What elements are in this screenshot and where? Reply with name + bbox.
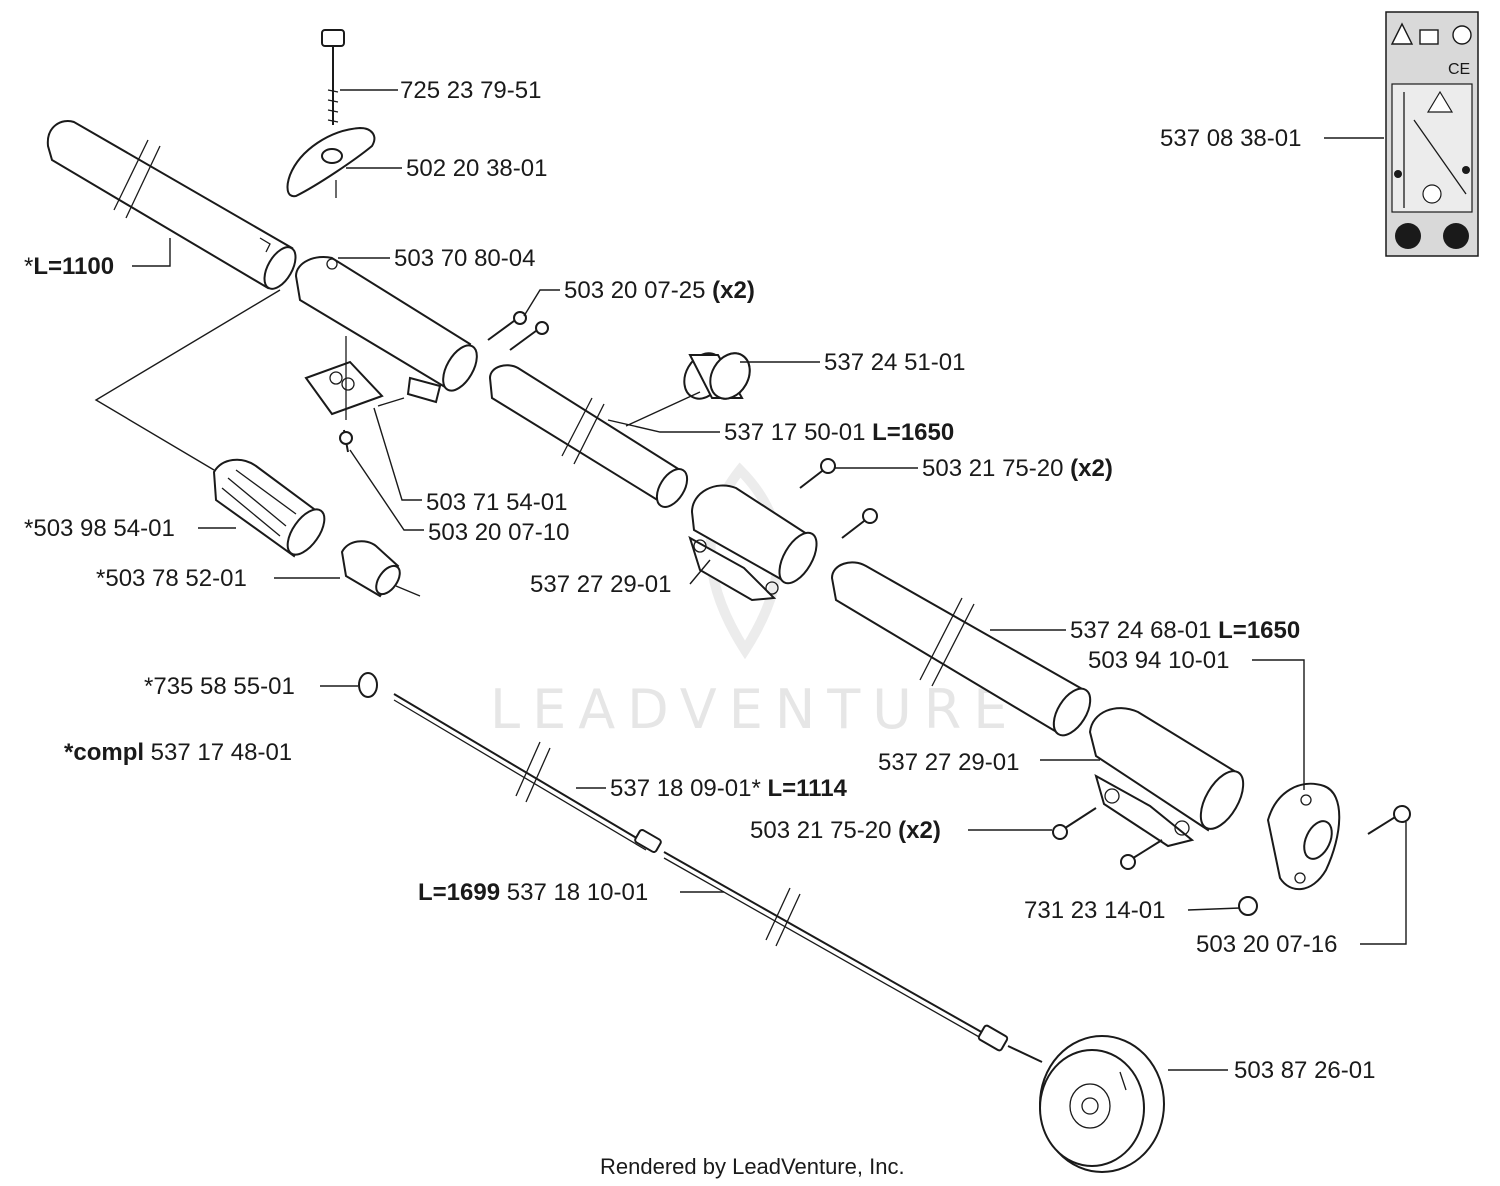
label-503-71-54-01: 503 71 54-01 [426, 489, 567, 516]
washer-part [358, 672, 378, 698]
label-537-08-38-01: 537 08 38-01 [1160, 125, 1301, 152]
label-503-21-75-20-lower: 503 21 75-20 (x2) [750, 817, 941, 844]
label-537-27-29-01-upper: 537 27 29-01 [530, 571, 671, 598]
label-503-87-26-01: 503 87 26-01 [1234, 1057, 1375, 1084]
decal-warning-icon [1426, 90, 1454, 113]
label-502-20-38-01: 502 20 38-01 [406, 155, 547, 182]
clamp-housing-part [294, 256, 478, 420]
manual-book-icon [1419, 29, 1439, 45]
label-537-18-09-01: 537 18 09-01* L=1114 [610, 775, 848, 802]
bracket-part [1266, 782, 1341, 891]
gloves-icon [1443, 223, 1469, 249]
label-503-20-07-10: 503 20 07-10 [428, 519, 569, 546]
label-537-17-50-01: 537 17 50-01 L=1650 [724, 419, 954, 446]
axis-line [395, 585, 421, 597]
screw-pair-part [487, 311, 549, 351]
watermark: LEADVENTURE [490, 678, 1019, 741]
bushing-part [340, 540, 401, 598]
label-503-94-10-01: 503 94 10-01 [1088, 647, 1229, 674]
clutch-drum-part [1007, 1035, 1165, 1173]
label-503-20-07-25: 503 20 07-25 (x2) [564, 277, 755, 304]
grip-sleeve-part [212, 458, 326, 558]
nut-part [1238, 896, 1258, 916]
knob-part [286, 126, 376, 198]
decal-distance-icon [1422, 184, 1442, 204]
label-725-23-79-51: 725 23 79-51 [400, 77, 541, 104]
label-upper-tube-length: *L=1100 [24, 253, 114, 280]
helmet-icon [1452, 25, 1472, 45]
label-537-27-29-01-lower: 537 27 29-01 [878, 749, 1019, 776]
bolt-part [321, 29, 345, 125]
small-screw-part [339, 429, 353, 453]
label-503-78-52-01: *503 78 52-01 [96, 565, 247, 592]
decal-ce-mark: CE [1448, 61, 1470, 78]
label-735-58-55-01: *735 58 55-01 [144, 673, 295, 700]
decal-operator-icon [1462, 166, 1470, 174]
label-503-70-80-04: 503 70 80-04 [394, 245, 535, 272]
label-503-98-54-01: *503 98 54-01 [24, 515, 175, 542]
bracket-screw-part [1367, 805, 1411, 835]
leader-lines [94, 89, 1407, 1071]
lower-coupler-part [1088, 707, 1245, 848]
drive-shaft-part [393, 693, 662, 853]
middle-tube-part [488, 364, 689, 508]
inner-shaft-part [663, 851, 1009, 1052]
label-731-23-14-01: 731 23 14-01 [1024, 897, 1165, 924]
boots-icon [1395, 223, 1421, 249]
footer-credit: Rendered by LeadVenture, Inc. [600, 1154, 905, 1179]
decal-person-icon [1394, 170, 1402, 178]
bearing-sleeve-part [683, 352, 751, 400]
upper-screw-pair-part [799, 458, 878, 539]
upper-tube-part [46, 120, 297, 290]
label-537-18-10-01: L=1699 537 18 10-01 [418, 879, 648, 906]
label-503-20-07-16: 503 20 07-16 [1196, 931, 1337, 958]
upper-coupler-part [688, 484, 818, 602]
warning-decal-part: CE [1385, 11, 1479, 257]
label-503-21-75-20-upper: 503 21 75-20 (x2) [922, 455, 1113, 482]
label-537-24-51-01: 537 24 51-01 [824, 349, 965, 376]
lower-screw-pair-part [1052, 807, 1163, 870]
warning-triangle-icon [1390, 22, 1414, 45]
label-537-24-68-01: 537 24 68-01 L=1650 [1070, 617, 1300, 644]
label-compl-537-17-48-01: *compl 537 17 48-01 [64, 739, 292, 766]
lower-tube-part [830, 561, 1092, 737]
